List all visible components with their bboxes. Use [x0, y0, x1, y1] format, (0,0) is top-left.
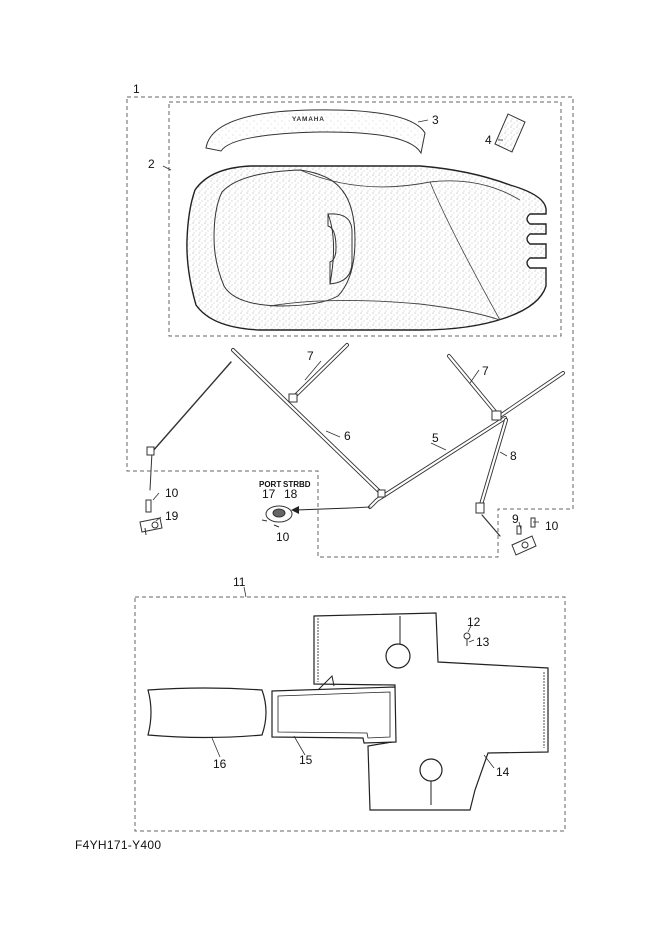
callout-8: 8 — [510, 449, 517, 463]
callout-18: 18 — [284, 487, 298, 501]
boat-cover — [186, 165, 547, 331]
callout-15: 15 — [299, 753, 313, 767]
callout-11: 11 — [233, 575, 246, 589]
snap-fastener — [463, 632, 471, 646]
tag-label — [494, 113, 526, 153]
callout-13: 13 — [476, 635, 490, 649]
callout-9: 9 — [512, 512, 519, 526]
bimini-frame — [146, 343, 565, 537]
deck-mat — [313, 612, 549, 811]
pointer-arrow — [291, 506, 351, 514]
callout-7-right: 7 — [482, 364, 489, 378]
callout-10-center: 10 — [276, 530, 290, 544]
callout-12: 12 — [467, 615, 481, 629]
callout-5: 5 — [432, 431, 439, 445]
drawing-code: F4YH171-Y400 — [75, 838, 162, 852]
callout-3: 3 — [432, 113, 439, 127]
callout-14: 14 — [496, 765, 510, 779]
callout-7-left: 7 — [307, 349, 314, 363]
group-1-outline — [126, 96, 574, 558]
callout-10-left: 10 — [165, 486, 179, 500]
leader-lines — [152, 119, 539, 769]
callout-6: 6 — [344, 429, 351, 443]
left-mount-fitting — [139, 499, 163, 536]
label-starboard: STRBD — [283, 480, 311, 489]
callout-1: 1 — [133, 82, 140, 96]
callout-16: 16 — [213, 757, 227, 771]
seat-mat — [147, 687, 267, 739]
bag-logo: YAMAHA — [292, 116, 325, 123]
group-11-outline — [134, 596, 566, 832]
callout-19: 19 — [165, 509, 179, 523]
storage-bag: YAMAHA — [205, 109, 426, 155]
label-port: PORT — [259, 480, 281, 489]
callout-2: 2 — [148, 157, 155, 171]
floor-mat — [271, 674, 397, 744]
group-2-outline — [168, 101, 562, 337]
callout-17: 17 — [262, 487, 276, 501]
callout-4: 4 — [485, 133, 492, 147]
callout-10-right: 10 — [545, 519, 559, 533]
deck-fitting — [261, 505, 293, 528]
right-mount-fitting — [511, 517, 537, 556]
